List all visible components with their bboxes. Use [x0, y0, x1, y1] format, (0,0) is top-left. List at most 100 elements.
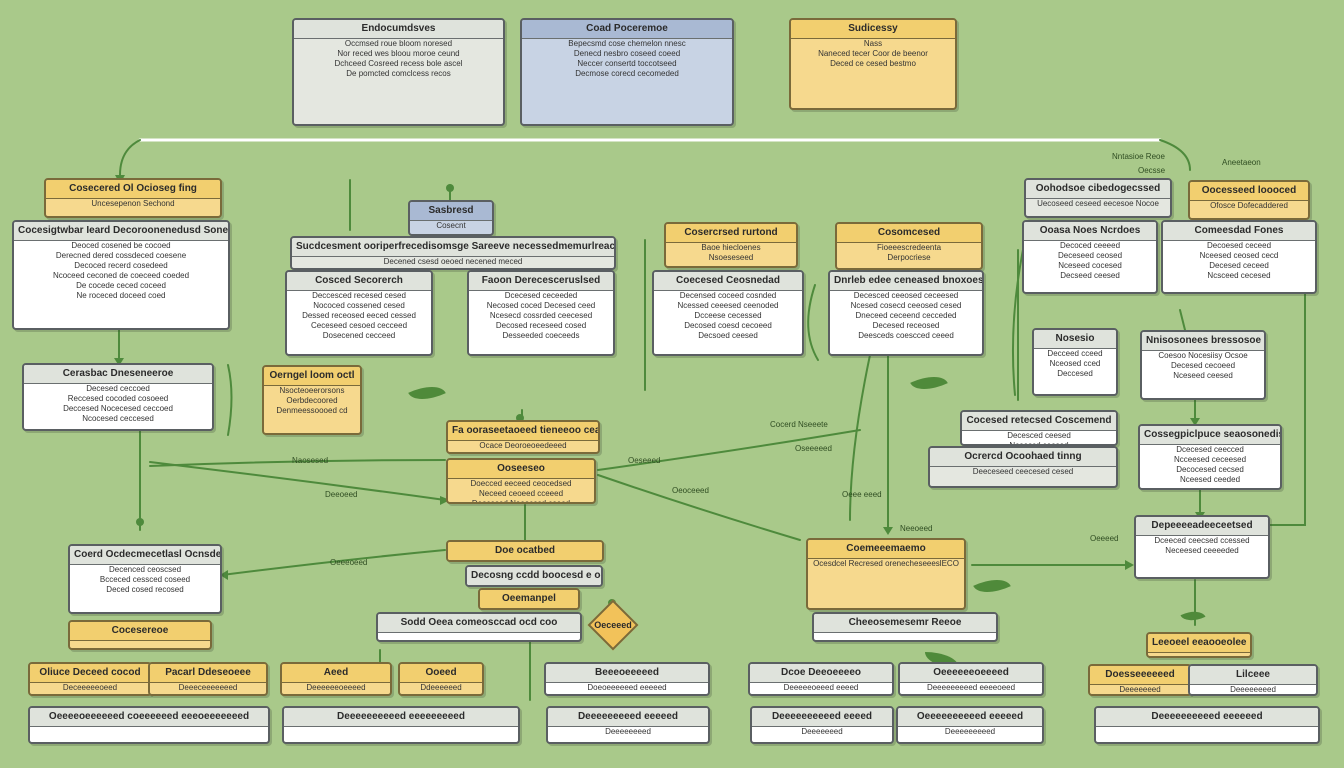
node-right-low-y[interactable]: Leeoeel eeaooeolee: [1146, 632, 1252, 658]
node-center-3[interactable]: Doe ocatbed: [446, 540, 604, 562]
connector-label: Oeee eeed: [842, 490, 882, 499]
node-title: Oeeeeeeeeeed eeeeed: [898, 708, 1042, 727]
node-line: Nsoeseseed: [708, 253, 754, 262]
node-line: Deeeeeeeed: [605, 727, 651, 736]
node-line: Decesed ceceed: [1209, 261, 1269, 270]
node-title: Oohodsoe cibedogecssed: [1026, 180, 1170, 199]
node-line: Fioeeescredeenta: [876, 243, 942, 252]
node-mid-bar[interactable]: Sucdcesment ooriperfrecedisomsge Sareeve…: [290, 236, 616, 270]
node-line: Ncsceed cecesed: [1207, 271, 1271, 280]
node-center-6[interactable]: Sodd Oeea comeosccad ocd coo: [376, 612, 582, 642]
node-line: Bcceced cessced coseed: [99, 575, 191, 584]
node-b-1[interactable]: Cocesereoe: [68, 620, 212, 650]
decision-node[interactable]: Oeceeed: [585, 599, 641, 651]
node-bb-1[interactable]: Oeeeeoeeeeeed coeeeeeed eeeoeeeeeeed: [28, 706, 270, 744]
node-line: Deccesed Nocecesed ceccoed: [63, 404, 173, 413]
node-title: Sodd Oeea comeosccad ocd coo: [378, 614, 580, 633]
node-center-5[interactable]: Oeemanpel: [478, 588, 580, 610]
node-title: Aeed: [282, 664, 390, 683]
node-line: Dosecened cecceed: [322, 331, 396, 340]
node-title: Cocesed retecsed Coscemend: [962, 412, 1116, 431]
node-line: Denmeessoooed cd: [276, 406, 348, 415]
node-line: Reccesed cocoded cosoeed: [67, 394, 169, 403]
node-left-2[interactable]: Cocesigtwbar Ieard Decoroonenedusd Sonec…: [12, 220, 230, 330]
node-line: Ncoceed ceconed de coeceed coeded: [52, 271, 190, 280]
node-title: Cocesigtwbar Ieard Decoroonenedusd Sonec: [14, 222, 228, 241]
node-line: Deccesed: [1057, 369, 1093, 378]
connector-label: Deeoeed: [325, 490, 358, 499]
node-mid-low-2[interactable]: Cheeosemesemr Reeoe: [812, 612, 998, 642]
node-title: Cerasbac Dneseneeroe: [24, 365, 212, 384]
node-center-1[interactable]: Fa ooraseetaoeed tieneeoo ceaoeneOcace D…: [446, 420, 600, 454]
node-line: Deeeeeeed: [1119, 685, 1161, 694]
node-bb-6[interactable]: Deeeeeeeeeed eeeeeed: [1094, 706, 1320, 744]
node-title: Cosercrsed rurtond: [666, 224, 796, 243]
node-line: Ncessed ceeesed ceenoded: [677, 301, 779, 310]
node-title: Ooeed: [400, 664, 482, 683]
leaf-icon: [973, 571, 1011, 601]
node-center-4[interactable]: Decosng ccdd boocesd e ooeneds: [465, 565, 603, 587]
node-bb-2[interactable]: Deeeeeeeeeed eeeeeeeeed: [282, 706, 520, 744]
node-title: Ooseeseo: [448, 460, 594, 479]
node-line: Deoced cosened be cocoed: [71, 241, 171, 250]
node-title: Deeeeeeeeeed eeeed: [752, 708, 892, 727]
node-line: Dessed receosed eeced cessed: [302, 311, 416, 320]
node-line: Dneceed ceceend cecceded: [855, 311, 957, 320]
node-line: Dcecesed ceecced: [1176, 445, 1244, 454]
node-line: Deeceseed ceecesed cesed: [972, 467, 1074, 476]
node-line: Ocace Deoroeoeedeeed: [479, 441, 567, 450]
node-title: Nnisosonees bressosoe: [1142, 332, 1264, 351]
node-line: Deccesced recesed cesed: [312, 291, 406, 300]
node-line: Desseeded coeceeds: [502, 331, 580, 340]
node-line: Decseed ceesed: [1060, 271, 1120, 280]
leaf-icon: [408, 378, 446, 408]
node-title: Depeeeeadeeceetsed: [1136, 517, 1268, 536]
node-line: Deeeeeeeeed eeeeoeed: [926, 683, 1016, 692]
node-line: Ncocesed ceccesed: [82, 414, 154, 423]
node-line: Doeoeeeeeed eeeeed: [587, 683, 667, 692]
node-title: Deeeeeeeeeed eeeeeed: [1096, 708, 1318, 727]
node-line: Deced cosed recosed: [106, 585, 184, 594]
node-line: Cosecnt: [436, 221, 466, 230]
node-line: Decenced ceoscsed: [108, 565, 182, 574]
node-title: Comeesdad Fones: [1163, 222, 1315, 241]
